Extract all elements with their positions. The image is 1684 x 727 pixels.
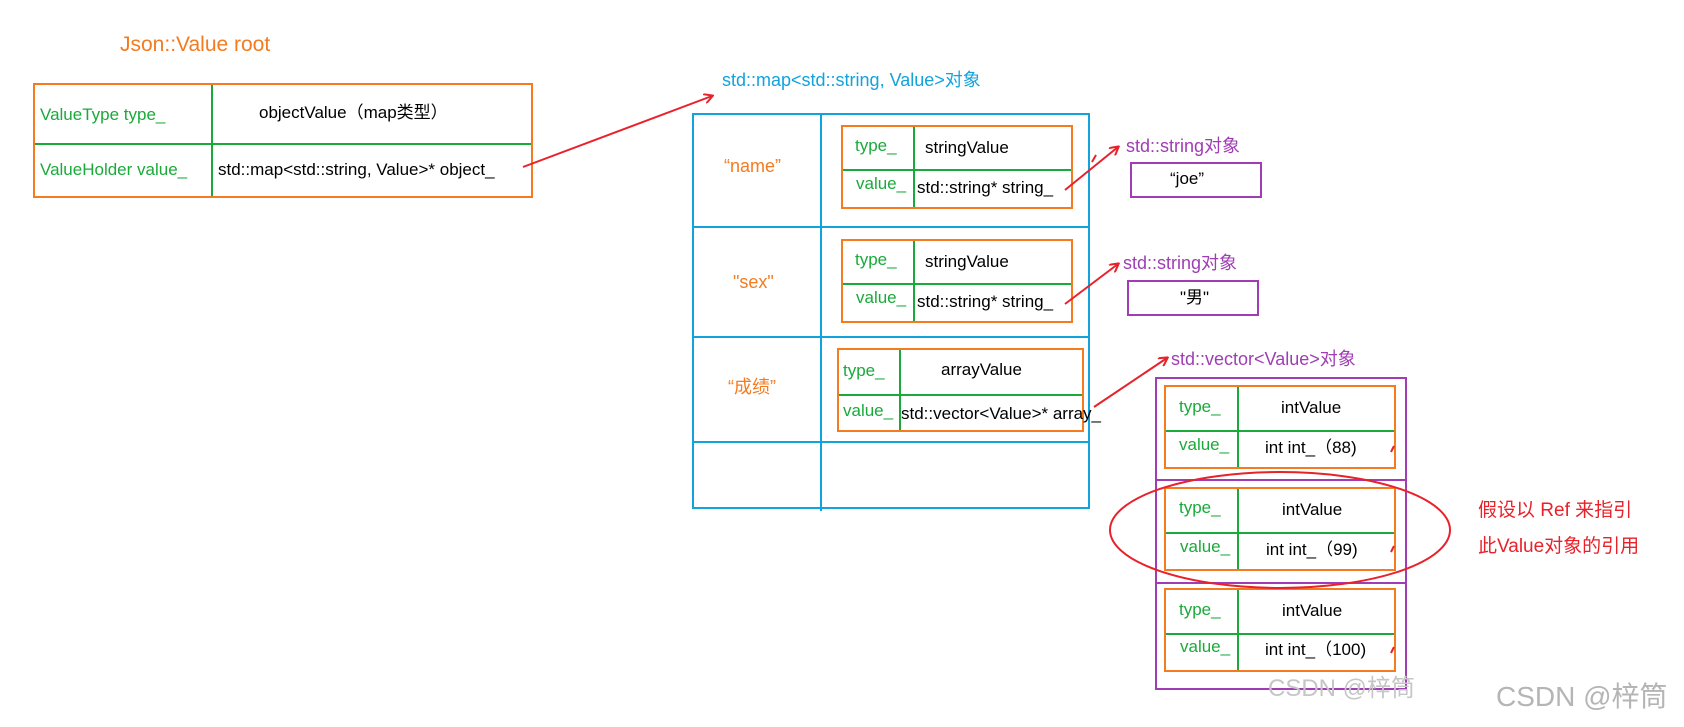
map-entry-score-type-value: arrayValue xyxy=(941,360,1022,379)
vector-item-2 xyxy=(1164,487,1396,571)
map-entry-score-type-label: type_ xyxy=(843,361,885,380)
vector-item-3-value-label: value_ xyxy=(1180,637,1231,656)
root-type-value: objectValue（map类型） xyxy=(259,103,448,122)
map-entry-score-value-label: value_ xyxy=(843,401,894,420)
tick-mark-1 xyxy=(1390,445,1395,453)
map-entry-name-type-label: type_ xyxy=(855,136,897,155)
map-entry-name-value-value: std::string* string_ xyxy=(917,178,1054,197)
map-table xyxy=(692,113,1090,511)
map-key-sex: "sex" xyxy=(733,272,774,292)
arrow-sex-to-string xyxy=(1064,264,1118,305)
ref-note-line-1: 假设以 Ref 来指引 xyxy=(1478,500,1633,521)
vector-item-2-type-label: type_ xyxy=(1179,498,1221,517)
map-entry-sex-type-value: stringValue xyxy=(925,252,1009,271)
vector-item-1-value-label: value_ xyxy=(1179,435,1230,454)
vector-box xyxy=(1155,377,1407,690)
vector-item-1-type-label: type_ xyxy=(1179,397,1221,416)
watermark-inner: CSDN @梓筒 xyxy=(1268,675,1416,702)
map-entry-sex-value-label: value_ xyxy=(856,288,907,307)
arrow-name-to-string xyxy=(1064,147,1118,191)
root-value-box xyxy=(33,83,533,198)
tick-mark-3 xyxy=(1390,646,1395,654)
tick-mark-2 xyxy=(1390,545,1395,553)
string-object-box-2 xyxy=(1127,280,1259,316)
vector-item-1-type-value: intValue xyxy=(1281,398,1342,417)
map-entry-name-type-value: stringValue xyxy=(925,138,1009,157)
root-value-label: ValueHolder value_ xyxy=(40,160,188,179)
root-title: Json::Value root xyxy=(120,33,271,56)
arrow-root-to-map xyxy=(522,96,712,168)
map-entry-sex-value xyxy=(841,239,1073,323)
root-value-value: std::map<std::string, Value>* object_ xyxy=(218,160,495,179)
arrow-array-to-vector xyxy=(1093,358,1167,408)
tick-mark-4 xyxy=(1091,154,1097,163)
vector-item-2-type-value: intValue xyxy=(1282,500,1343,519)
vector-item-3-value-value: int int_（100) xyxy=(1265,640,1367,659)
map-key-name: “name” xyxy=(724,156,782,176)
vector-title: std::vector<Value>对象 xyxy=(1171,349,1356,369)
ref-note-line-2: 此Value对象的引用 xyxy=(1478,536,1640,557)
watermark-corner: CSDN @梓筒 xyxy=(1496,681,1668,712)
vector-item-1 xyxy=(1164,385,1396,469)
string-object-title-1: std::string对象 xyxy=(1126,136,1241,156)
string-object-title-2: std::string对象 xyxy=(1123,253,1238,273)
string-object-value-2: "男" xyxy=(1180,288,1210,307)
map-entry-score-value-value: std::vector<Value>* array_ xyxy=(901,404,1102,423)
map-entry-score-value xyxy=(837,348,1084,432)
vector-item-3-type-value: intValue xyxy=(1282,601,1343,620)
root-type-label: ValueType type_ xyxy=(40,105,166,124)
vector-item-1-value-value: int int_（88) xyxy=(1265,438,1357,457)
ref-highlight-ellipse xyxy=(1109,471,1451,589)
map-entry-name-value-label: value_ xyxy=(856,174,907,193)
vector-item-2-value-label: value_ xyxy=(1180,537,1231,556)
map-title: std::map<std::string, Value>对象 xyxy=(722,70,981,90)
map-entry-sex-type-label: type_ xyxy=(855,250,897,269)
map-entry-sex-value-value: std::string* string_ xyxy=(917,292,1054,311)
map-key-score: “成绩” xyxy=(728,377,776,397)
vector-item-3-type-label: type_ xyxy=(1179,600,1221,619)
string-object-box-1 xyxy=(1130,162,1262,198)
vector-item-2-value-value: int int_（99) xyxy=(1266,540,1358,559)
string-object-value-1: “joe” xyxy=(1170,169,1205,188)
map-entry-name-value xyxy=(841,125,1073,209)
